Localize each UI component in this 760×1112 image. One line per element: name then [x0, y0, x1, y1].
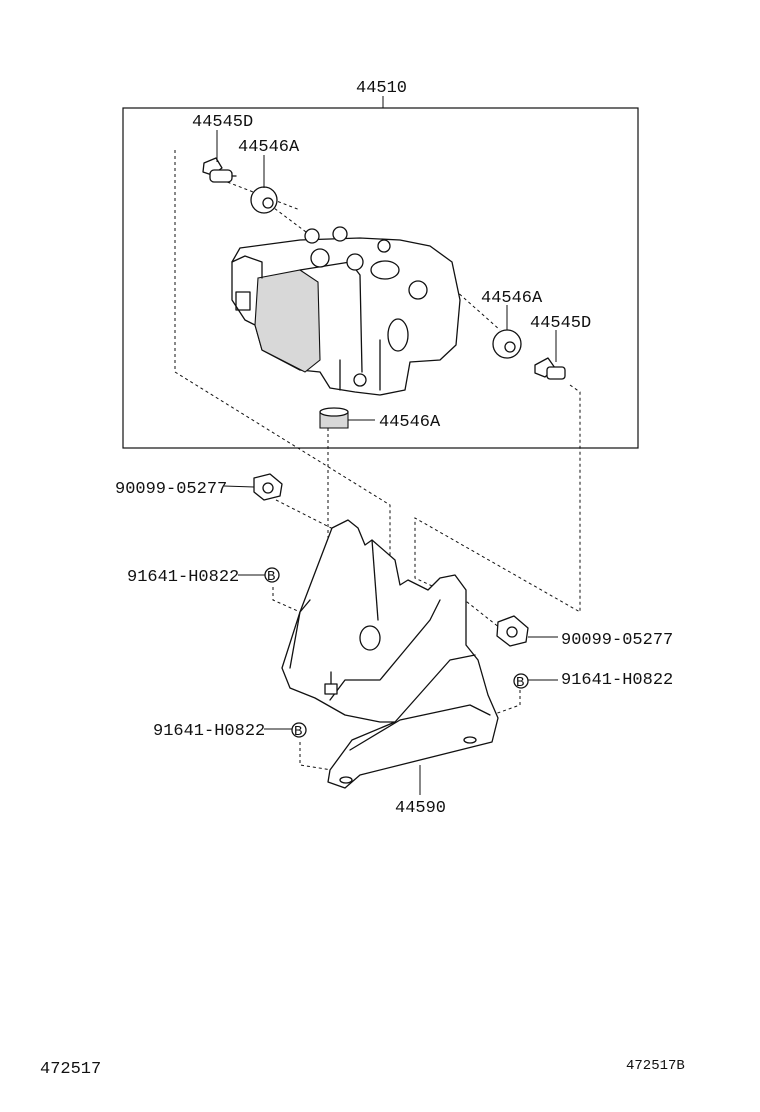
- svg-text:B: B: [267, 569, 275, 585]
- label-91641-right: 91641-H0822: [561, 671, 673, 690]
- assembly-frame: [122, 107, 639, 449]
- svg-text:B: B: [294, 724, 302, 740]
- cushion-bottom: [319, 407, 349, 429]
- bolt-top-left: [202, 157, 237, 183]
- label-44545d-top: 44545D: [192, 113, 253, 132]
- label-44546a-bottom: 44546A: [379, 413, 441, 432]
- bolt-right: [534, 357, 566, 380]
- bolt-left-90099: [253, 473, 283, 501]
- assembly-label: 44510: [356, 79, 407, 98]
- bracket-44590: [281, 519, 499, 789]
- label-44546a-top: 44546A: [238, 138, 300, 157]
- label-91641-left-upper: 91641-H0822: [127, 568, 239, 587]
- label-44546a-right: 44546A: [481, 289, 543, 308]
- bolt-right-90099: [496, 615, 529, 647]
- label-90099-right: 90099-05277: [561, 631, 673, 650]
- footer-id-left: 472517: [40, 1060, 101, 1079]
- svg-text:B: B: [516, 675, 524, 691]
- b-marker-left-upper: B: [264, 567, 280, 585]
- label-90099-left: 90099-05277: [115, 480, 227, 499]
- abs-actuator: [231, 226, 461, 396]
- label-44545d-right: 44545D: [530, 314, 591, 333]
- leaders: [216, 130, 558, 795]
- label-91641-left-lower: 91641-H0822: [153, 722, 265, 741]
- cushion-right: [492, 329, 522, 359]
- b-marker-left-lower: B: [291, 722, 307, 740]
- footer-id-right: 472517B: [626, 1058, 685, 1074]
- label-44590: 44590: [395, 799, 446, 818]
- cushion-top-left: [250, 186, 278, 214]
- b-marker-right: B: [513, 673, 529, 691]
